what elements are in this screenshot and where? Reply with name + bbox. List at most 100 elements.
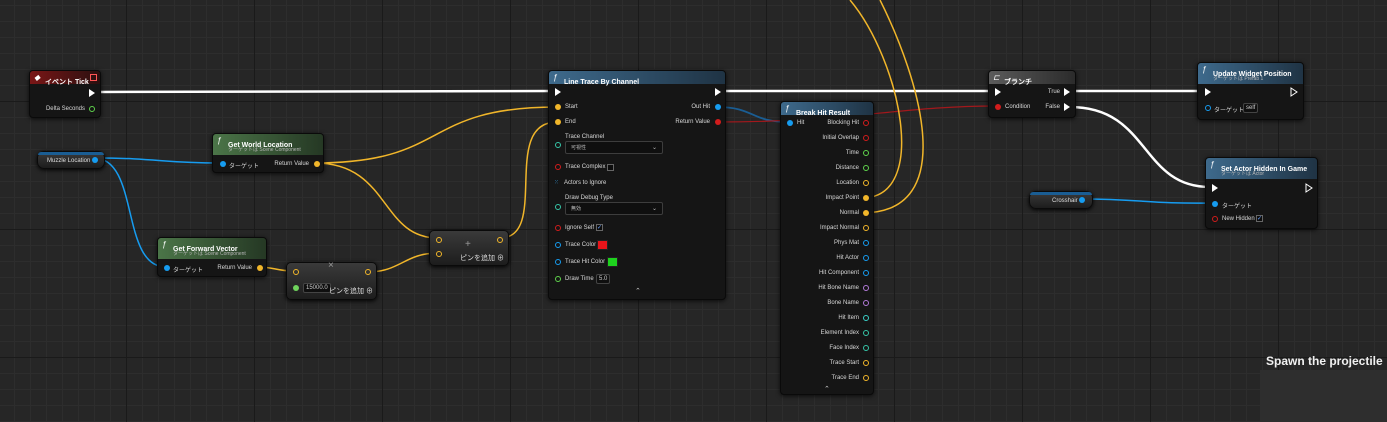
vector-wire-impact-up [849, 0, 903, 199]
multiply-in-b-pin[interactable] [293, 285, 299, 291]
trace-channel-pin[interactable] [555, 142, 561, 148]
trace-channel-dropdown[interactable]: 可視性⌄ [565, 141, 663, 154]
return-value-pin[interactable] [715, 119, 721, 125]
break-hit-output-pin[interactable] [863, 315, 869, 321]
break-hit-output-pin[interactable] [863, 180, 869, 186]
draw-debug-pin[interactable] [555, 204, 561, 210]
crosshair-label: Crosshair [1052, 198, 1078, 204]
break-hit-output-pin[interactable] [863, 375, 869, 381]
add-out-pin[interactable] [497, 237, 503, 243]
trace-complex-checkbox[interactable] [607, 164, 614, 171]
update-widget-subtitle: ターゲットは Prefab 1 [1213, 76, 1264, 82]
break-hit-output-pin[interactable] [863, 195, 869, 201]
trace-hit-color-label: Trace Hit Color [565, 259, 606, 265]
draw-time-pin[interactable] [555, 276, 561, 282]
break-hit-output-pin[interactable] [863, 255, 869, 261]
true-exec-pin[interactable] [1064, 88, 1070, 96]
target-pin[interactable] [220, 161, 226, 167]
multiply-out-pin[interactable] [365, 269, 371, 275]
start-pin[interactable] [555, 104, 561, 110]
out-hit-pin[interactable] [715, 104, 721, 110]
add-node[interactable]: + ピンを追加 ⊕ [429, 230, 509, 266]
comment-title[interactable]: Spawn the projectile [1266, 354, 1383, 368]
get-forward-vector-node[interactable]: ƒ Get Forward Vector ターゲットは Scene Compon… [157, 237, 267, 277]
add-pin-button[interactable]: ピンを追加 ⊕ [329, 288, 373, 295]
target-pin[interactable] [164, 265, 170, 271]
delta-seconds-pin[interactable] [89, 106, 95, 112]
trace-hit-color-swatch[interactable] [607, 257, 618, 267]
vector-wire-normal-up [861, 0, 924, 214]
exec-in-pin[interactable] [1205, 88, 1211, 96]
new-hidden-pin[interactable] [1212, 216, 1218, 222]
collapse-chevron-icon[interactable]: ⌃ [635, 288, 641, 295]
line-trace-node[interactable]: ƒ Line Trace By Channel Start End Out Hi… [548, 70, 726, 300]
crosshair-variable[interactable]: Crosshair [1029, 191, 1093, 209]
return-value-pin[interactable] [257, 265, 263, 271]
false-exec-pin[interactable] [1064, 103, 1070, 111]
delegate-pin[interactable] [90, 74, 97, 81]
trace-hit-color-pin[interactable] [555, 259, 561, 265]
set-actor-hidden-node[interactable]: ƒ Set Actor Hidden In Game ターゲットは Actor … [1205, 157, 1318, 229]
return-value-label: Return Value [274, 161, 309, 167]
target-self-input[interactable]: self [1243, 103, 1259, 113]
return-value-pin[interactable] [314, 161, 320, 167]
multiply-in-a-pin[interactable] [293, 269, 299, 275]
new-hidden-label: New Hidden [1222, 216, 1255, 222]
exec-in-pin[interactable] [995, 88, 1001, 96]
get-world-location-node[interactable]: ƒ Get World Location ターゲットは Scene Compon… [212, 133, 324, 173]
hit-in-pin[interactable] [787, 120, 793, 126]
break-hit-output-pin[interactable] [863, 345, 869, 351]
exec-in-pin[interactable] [1212, 184, 1218, 192]
break-hit-output-pin[interactable] [863, 135, 869, 141]
ignore-self-pin[interactable] [555, 225, 561, 231]
add-in-a-pin[interactable] [436, 237, 442, 243]
break-hit-output-pin[interactable] [863, 270, 869, 276]
end-pin[interactable] [555, 119, 561, 125]
branch-header: ⊏ ブランチ [989, 71, 1075, 86]
crosshair-pin[interactable] [1079, 197, 1085, 203]
trace-complex-pin[interactable] [555, 164, 561, 170]
collapse-chevron-icon[interactable]: ⌃ [824, 386, 830, 393]
draw-debug-dropdown[interactable]: 無効⌄ [565, 202, 663, 215]
exec-out-pin[interactable] [89, 89, 95, 97]
break-hit-output-pin[interactable] [863, 165, 869, 171]
event-tick-node[interactable]: ◆ イベント Tick Delta Seconds [29, 70, 101, 118]
target-pin[interactable] [1205, 105, 1211, 111]
exec-in-pin[interactable] [555, 88, 561, 96]
add-in-b-pin[interactable] [436, 251, 442, 257]
exec-out-pin[interactable] [715, 88, 721, 96]
break-hit-output-pin[interactable] [863, 300, 869, 306]
add-pin-button[interactable]: ピンを追加 ⊕ [460, 255, 504, 262]
branch-node[interactable]: ⊏ ブランチ Condition True False [988, 70, 1076, 118]
break-hit-output-pin[interactable] [863, 360, 869, 366]
draw-time-input[interactable]: 5.0 [596, 274, 611, 284]
muzzle-location-pin[interactable] [92, 157, 98, 163]
break-hit-output-pin[interactable] [863, 225, 869, 231]
condition-pin[interactable] [995, 104, 1001, 110]
trace-complex-label: Trace Complex [565, 164, 606, 170]
trace-color-swatch[interactable] [597, 240, 608, 250]
update-widget-title: Update Widget Position [1213, 71, 1292, 78]
break-hit-output-label: Blocking Hit [827, 120, 859, 126]
break-hit-output-pin[interactable] [863, 150, 869, 156]
break-hit-output-pin[interactable] [863, 285, 869, 291]
break-hit-output-pin[interactable] [863, 120, 869, 126]
break-hit-output-pin[interactable] [863, 210, 869, 216]
update-widget-node[interactable]: ƒ Update Widget Position ターゲットは Prefab 1… [1197, 62, 1304, 120]
muzzle-location-variable[interactable]: Muzzle Location [37, 151, 105, 169]
break-hit-output-label: Hit Actor [836, 255, 859, 261]
break-hit-output-pin[interactable] [863, 330, 869, 336]
multiply-node[interactable]: × 15000.0 ピンを追加 ⊕ [286, 260, 377, 300]
multiply-value-input[interactable]: 15000.0 [303, 283, 331, 293]
break-hit-output-pin[interactable] [863, 240, 869, 246]
struct-wire-outhit-breakhit [716, 106, 790, 123]
trace-color-label: Trace Color [565, 242, 597, 248]
trace-color-pin[interactable] [555, 242, 561, 248]
get-world-location-subtitle: ターゲットは Scene Component [228, 147, 301, 153]
draw-debug-label: Draw Debug Type [565, 195, 613, 201]
new-hidden-checkbox[interactable]: ✓ [1256, 215, 1263, 222]
target-pin[interactable] [1212, 201, 1218, 207]
ignore-self-checkbox[interactable]: ✓ [596, 224, 603, 231]
comment-box[interactable] [1260, 370, 1387, 422]
